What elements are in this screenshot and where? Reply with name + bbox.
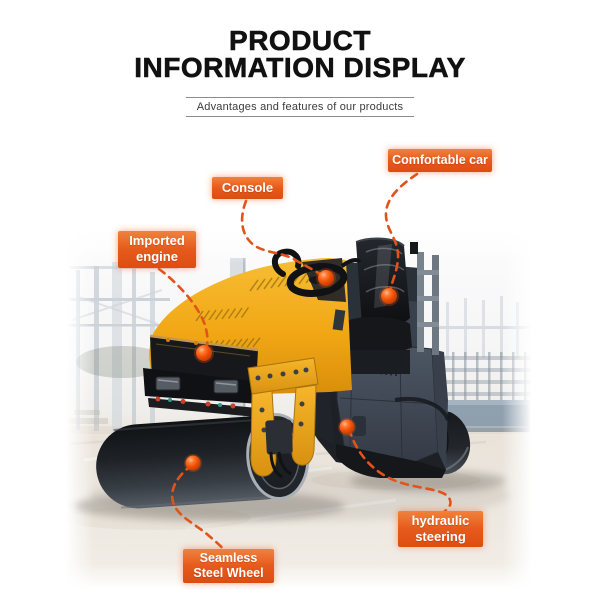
callout-text: Imported (129, 233, 185, 248)
hood-logo-mark (332, 309, 346, 331)
callout-label-comfortable-car: Comfortable car (388, 149, 492, 172)
callout-line-imported-engine (157, 267, 209, 353)
callout-text: Console (221, 180, 274, 195)
callout-text: Steel Wheel (193, 566, 264, 580)
title-line-2: INFORMATION DISPLAY (134, 52, 466, 83)
callout-dot-seamless-steel-wheel (185, 455, 201, 471)
callout-dot-console (318, 270, 334, 286)
title-line-1: PRODUCT (229, 25, 371, 56)
callout-line-comfortable-car (384, 172, 419, 295)
header: PRODUCT INFORMATION DISPLAY Advantages a… (0, 0, 600, 117)
subtitle-divider: Advantages and features of our products (186, 97, 414, 117)
page-title: PRODUCT INFORMATION DISPLAY (0, 25, 600, 83)
callout-label-console: Console (212, 177, 283, 199)
callout-line-seamless-steel-wheel (170, 463, 227, 553)
callout-label-imported-engine: Imported engine (118, 231, 196, 268)
callout-label-seamless-steel-wheel: Seamless Steel Wheel (183, 549, 274, 583)
callout-dot-comfortable-car (381, 288, 397, 304)
front-fork (247, 357, 319, 479)
subtitle: Advantages and features of our products (196, 101, 404, 113)
callout-text: steering (415, 529, 466, 544)
callout-line-console (240, 199, 324, 277)
callout-text: hydraulic (411, 513, 470, 528)
callout-line-hydraulic-steering (347, 427, 452, 514)
callout-label-hydraulic-steering: hydraulic steering (398, 511, 483, 547)
callout-text: Seamless (199, 551, 258, 565)
callout-dot-hydraulic-steering (339, 419, 355, 435)
front-bumper (143, 368, 262, 404)
callout-dot-imported-engine (196, 345, 212, 361)
callout-text: Comfortable car (392, 153, 488, 167)
callout-text: engine (136, 249, 178, 264)
callout-dots (184, 268, 399, 472)
sprinkler-bar (148, 396, 258, 417)
